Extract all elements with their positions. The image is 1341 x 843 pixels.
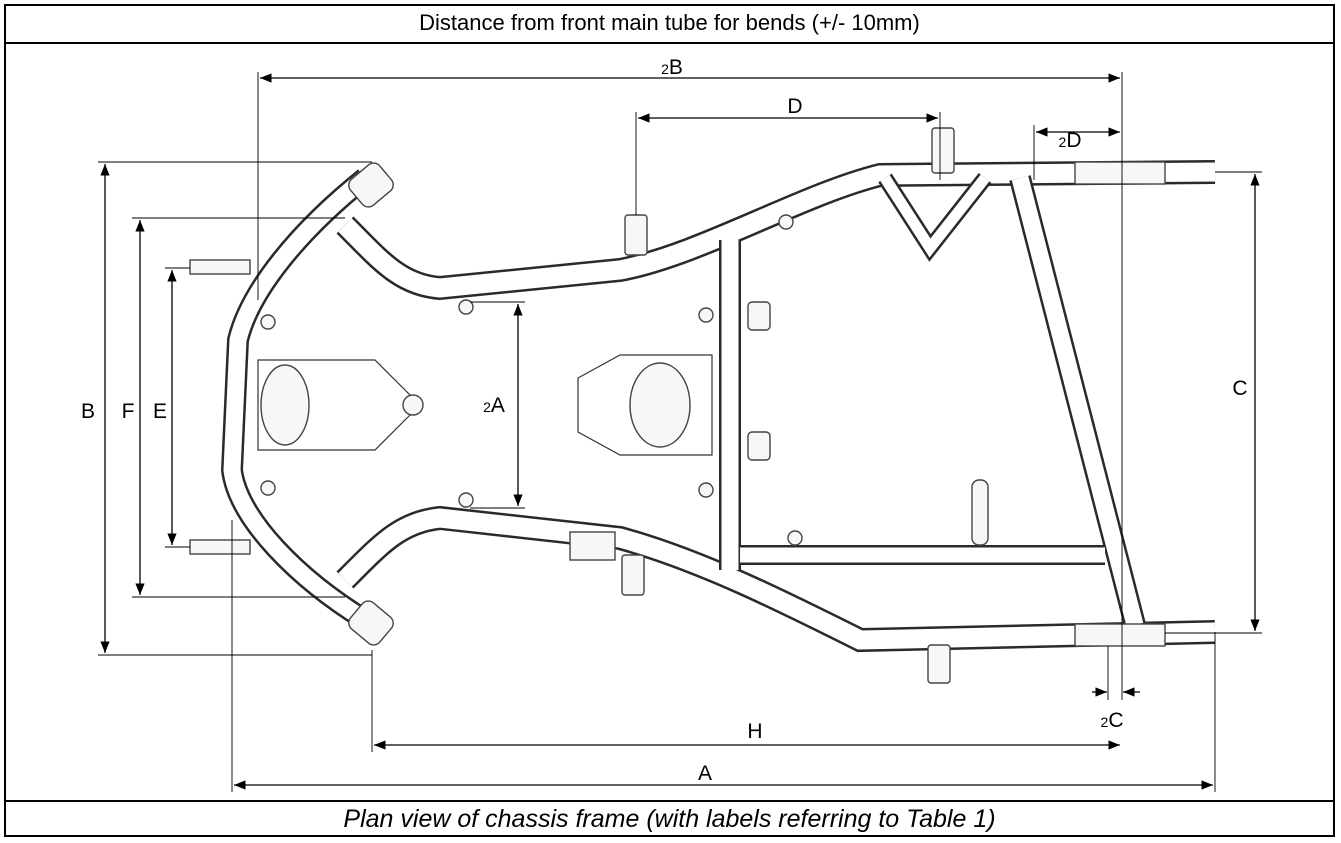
pedal-cradle-front	[257, 359, 421, 451]
label-2c: 2C	[1101, 709, 1124, 732]
label-b: B	[81, 400, 95, 423]
brake-bracket	[971, 479, 989, 546]
upper-main-rail	[336, 160, 1216, 301]
label-e: E	[153, 400, 167, 423]
seat-stub-lower	[621, 554, 645, 596]
front-mount-lower	[348, 600, 394, 646]
side-plate	[569, 531, 616, 561]
label-2b: 2B	[661, 56, 683, 79]
dimension-lines	[98, 72, 1262, 792]
pedal-cradle-rear-dish	[629, 362, 691, 448]
bolt-tabs	[260, 214, 803, 546]
bearing-box-upper	[1074, 161, 1166, 185]
front-mount-upper	[348, 162, 394, 208]
front-nose-tube-inner	[223, 171, 371, 628]
pedal-pivot	[402, 394, 424, 416]
dimension-labels: 2B D 2D B F E 2A C H 2C A	[81, 56, 1248, 785]
seat-stub-bottom	[927, 644, 951, 684]
spindle-stub-lower	[189, 539, 251, 555]
lower-main-rail	[336, 505, 1216, 653]
label-c: C	[1232, 377, 1247, 400]
label-d: D	[787, 95, 802, 118]
label-2a: 2A	[483, 394, 505, 417]
label-2d: 2D	[1059, 129, 1082, 152]
chassis-frame	[189, 127, 1216, 684]
figure-frame	[4, 4, 1335, 837]
spindle-stub-upper	[189, 259, 251, 275]
figure-caption: Plan view of chassis frame (with labels …	[4, 800, 1335, 837]
label-f: F	[122, 400, 135, 423]
seat-stub-left	[624, 214, 648, 256]
figure-header: Distance from front main tube for bends …	[4, 4, 1335, 44]
seat-stub-top	[931, 127, 955, 174]
pedal-cradle-front-dish	[260, 364, 310, 446]
bearing-box-lower	[1074, 623, 1166, 647]
label-a: A	[698, 762, 712, 785]
pedal-cradle-rear	[577, 354, 713, 456]
label-h: H	[747, 720, 762, 743]
